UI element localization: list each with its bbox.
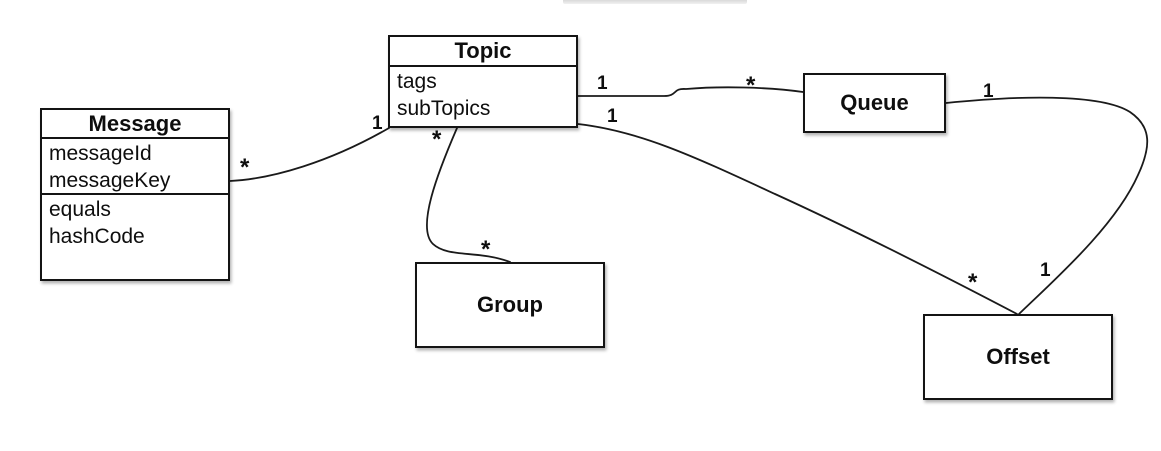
multiplicity-topic-queue-at-queue: * [746,72,756,99]
attribute-subtopics: subTopics [397,97,491,120]
class-message-attributes: messageId messageKey [42,137,228,193]
multiplicity-message-topic-at-topic: 1 [372,113,383,134]
operation-equals: equals [49,198,111,221]
class-topic-attributes: tags subTopics [390,65,576,126]
attribute-tags: tags [397,70,437,93]
class-queue-name: Queue [840,90,909,115]
class-group-name: Group [477,292,543,317]
operation-hashcode: hashCode [49,225,145,248]
association-line-topic-group [426,127,511,263]
association-line-topic-offset [577,123,1018,315]
multiplicity-topic-group-at-topic: * [432,126,442,153]
multiplicity-topic-offset-at-offset: * [968,269,978,296]
class-group: Group [415,262,605,348]
multiplicity-topic-group-at-group: * [481,236,491,263]
association-line-topic-queue [577,86,804,97]
class-message-name: Message [88,111,182,136]
class-message: Message messageId messageKey equals hash… [40,108,230,281]
multiplicity-topic-offset-at-topic: 1 [607,106,618,127]
class-offset: Offset [923,314,1113,400]
class-topic-name: Topic [454,38,512,63]
association-line-queue-offset [945,96,1149,315]
attribute-messageid: messageId [49,142,152,165]
multiplicity-topic-queue-at-topic: 1 [597,73,608,94]
multiplicity-queue-offset-at-queue: 1 [983,81,994,102]
class-topic: Topic tags subTopics [388,35,578,128]
multiplicity-queue-offset-at-offset: 1 [1040,260,1051,281]
association-line-message-topic [229,127,390,182]
attribute-messagekey: messageKey [49,169,171,192]
class-queue: Queue [803,73,946,133]
multiplicity-message-topic-at-message: * [240,154,250,181]
class-message-operations: equals hashCode [42,193,228,279]
cropped-toolbar-fragment [563,0,747,4]
class-offset-name: Offset [986,344,1050,369]
